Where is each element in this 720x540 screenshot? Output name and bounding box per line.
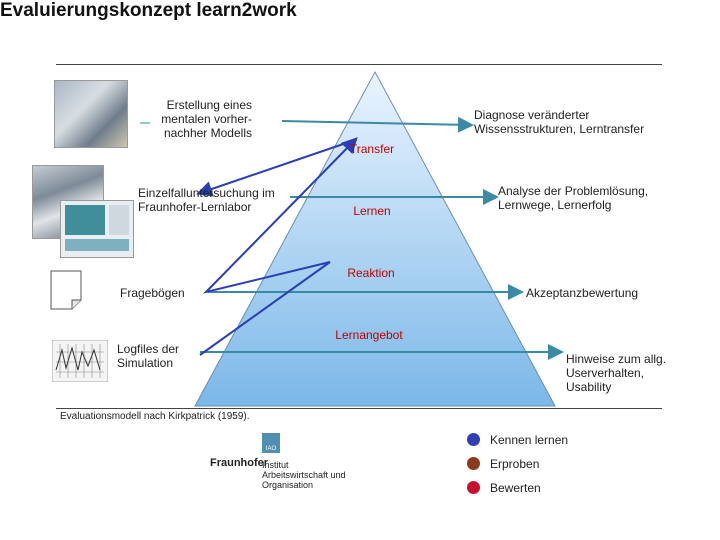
right-label-diagnose: Diagnose veränderter Wissensstrukturen, … xyxy=(474,108,645,136)
tier-lernangebot: Lernangebot xyxy=(335,328,403,342)
page-title: Evaluierungskonzept learn2work xyxy=(0,0,297,21)
tier-line-1 xyxy=(281,116,474,133)
right-label-hinweise: Hinweise zum allg. Userverhalten, Usabil… xyxy=(566,352,667,394)
legend-dot-erproben xyxy=(467,457,480,470)
arrow-to-photo xyxy=(196,139,356,197)
fraunhofer-logo: Fraunhofer xyxy=(210,457,269,469)
right-label-akzeptanz: Akzeptanzbewertung xyxy=(526,286,639,300)
left-label-frageboegen: Fragebögen xyxy=(120,286,185,300)
left-label-logfiles: Logfiles der Simulation xyxy=(117,342,180,370)
institute-name: Institut Arbeitswirtschaft und Organisat… xyxy=(262,460,346,490)
legend-dot-bewerten xyxy=(467,481,480,494)
legend-label-erproben: Erproben xyxy=(490,457,540,471)
legend-label-kennen: Kennen lernen xyxy=(490,433,569,447)
left-label-mental-model: Erstellung eines mentalen vorher- nachhe… xyxy=(161,98,252,140)
left-label-einzelfall: Einzelfalluntersuchung im Fraunhofer-Ler… xyxy=(138,186,275,214)
footer-divider xyxy=(56,408,662,409)
screenshot-simulation xyxy=(60,200,134,258)
tier-transfer: Transfer xyxy=(349,142,395,156)
legend-label-bewerten: Bewerten xyxy=(490,481,541,495)
zigzag-arrow xyxy=(199,137,358,356)
footnote: Evaluationsmodell nach Kirkpatrick (1959… xyxy=(60,411,250,422)
logfile-chart-icon xyxy=(52,340,108,382)
photo-workshop xyxy=(54,80,128,148)
iao-badge-text: IAO xyxy=(265,446,277,452)
legend-dot-kennen xyxy=(467,433,480,446)
title-divider xyxy=(56,64,662,65)
tier-reaktion: Reaktion xyxy=(347,266,395,280)
iao-badge: IAO xyxy=(262,433,280,453)
questionnaire-icon xyxy=(50,270,82,310)
right-label-analyse: Analyse der Problemlösung, Lernwege, Ler… xyxy=(498,184,649,212)
pyramid-shape xyxy=(194,70,556,407)
tier-lernen: Lernen xyxy=(353,204,391,218)
